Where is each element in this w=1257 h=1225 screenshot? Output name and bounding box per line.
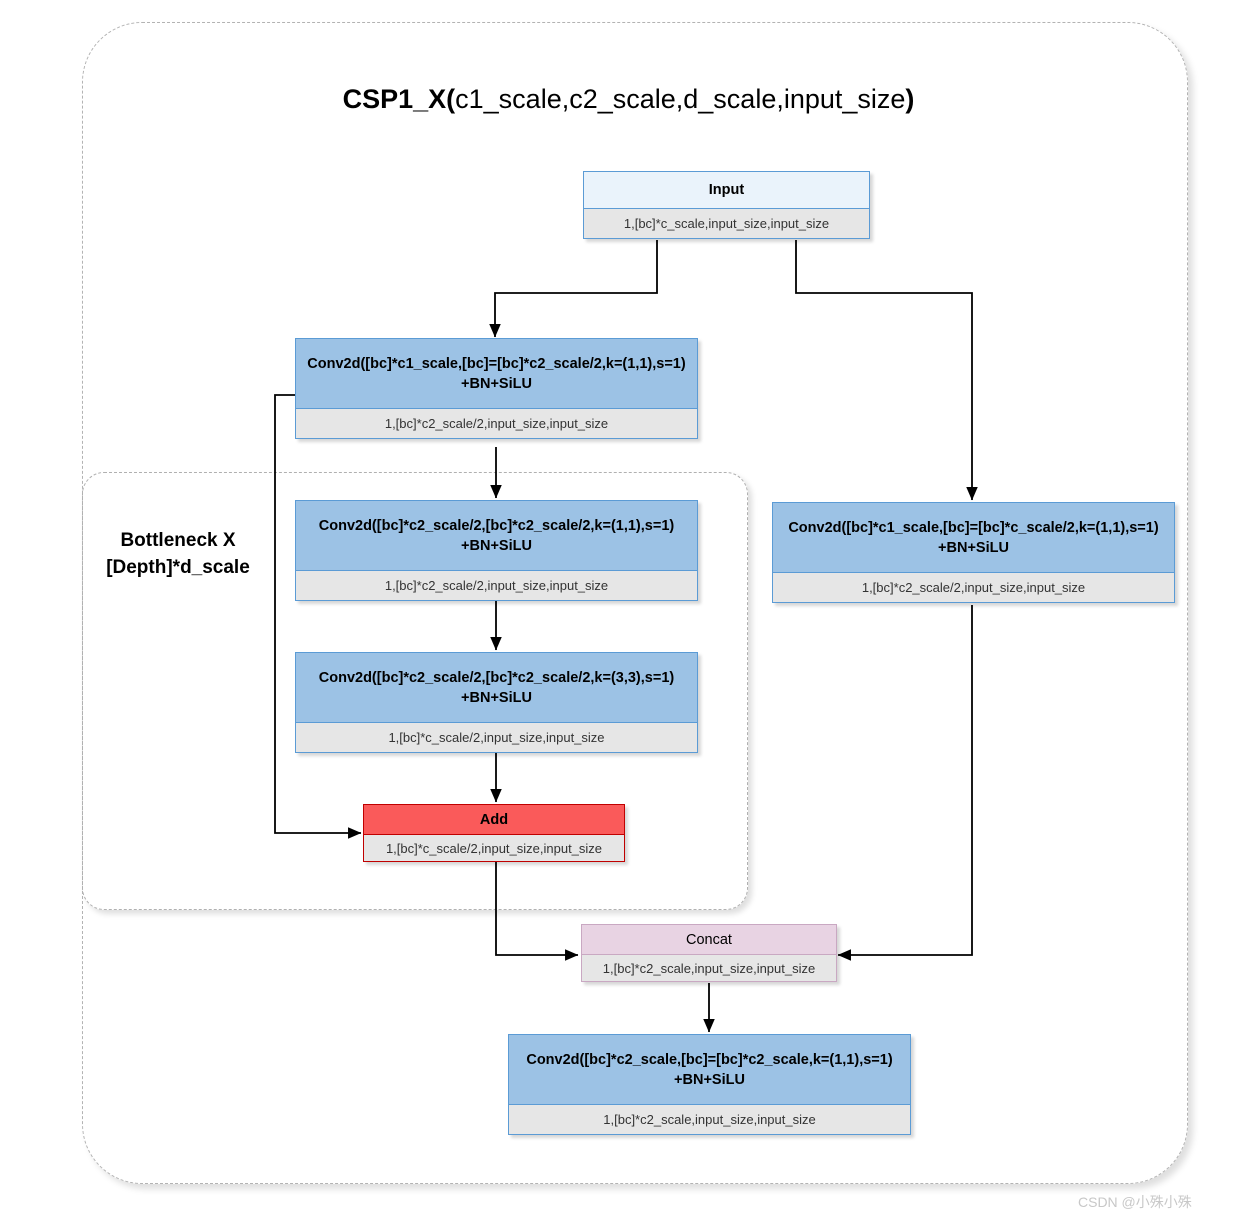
node-conv-bottleneck-2[interactable]: Conv2d([bc]*c2_scale/2,[bc]*c2_scale/2,k…: [295, 652, 698, 753]
node-conv-out[interactable]: Conv2d([bc]*c2_scale,[bc]=[bc]*c2_scale,…: [508, 1034, 911, 1135]
node-add-label: Add: [363, 804, 625, 835]
node-concat-label: Concat: [581, 924, 837, 955]
bottleneck-group-frame: [82, 472, 748, 910]
node-conv-out-label: Conv2d([bc]*c2_scale,[bc]=[bc]*c2_scale,…: [508, 1034, 911, 1105]
watermark: CSDN @小殊小殊: [1078, 1194, 1192, 1210]
node-conv-right-label: Conv2d([bc]*c1_scale,[bc]=[bc]*c_scale/2…: [772, 502, 1175, 573]
node-input[interactable]: Input 1,[bc]*c_scale,input_size,input_si…: [583, 171, 870, 239]
node-concat[interactable]: Concat 1,[bc]*c2_scale,input_size,input_…: [581, 924, 837, 982]
node-conv-right-shape: 1,[bc]*c2_scale/2,input_size,input_size: [772, 573, 1175, 603]
node-add-shape: 1,[bc]*c_scale/2,input_size,input_size: [363, 835, 625, 862]
node-conv-bottleneck-1-shape: 1,[bc]*c2_scale/2,input_size,input_size: [295, 571, 698, 601]
node-input-shape: 1,[bc]*c_scale,input_size,input_size: [583, 209, 870, 239]
title-bold-prefix: CSP1_X(: [342, 84, 456, 114]
title-bold-suffix: ): [905, 84, 915, 114]
node-conv-left-1-shape: 1,[bc]*c2_scale/2,input_size,input_size: [295, 409, 698, 439]
node-conv-left-1-label: Conv2d([bc]*c1_scale,[bc]=[bc]*c2_scale/…: [295, 338, 698, 409]
bottleneck-label: Bottleneck X [Depth]*d_scale: [106, 530, 250, 578]
node-conv-left-1[interactable]: Conv2d([bc]*c1_scale,[bc]=[bc]*c2_scale/…: [295, 338, 698, 439]
node-conv-bottleneck-1[interactable]: Conv2d([bc]*c2_scale/2,[bc]*c2_scale/2,k…: [295, 500, 698, 601]
node-conv-out-shape: 1,[bc]*c2_scale,input_size,input_size: [508, 1105, 911, 1135]
node-conv-right[interactable]: Conv2d([bc]*c1_scale,[bc]=[bc]*c_scale/2…: [772, 502, 1175, 603]
title-params: c1_scale,c2_scale,d_scale,input_size: [455, 84, 906, 114]
node-conv-bottleneck-2-label: Conv2d([bc]*c2_scale/2,[bc]*c2_scale/2,k…: [295, 652, 698, 723]
node-conv-bottleneck-1-label: Conv2d([bc]*c2_scale/2,[bc]*c2_scale/2,k…: [295, 500, 698, 571]
node-conv-bottleneck-2-shape: 1,[bc]*c_scale/2,input_size,input_size: [295, 723, 698, 753]
node-concat-shape: 1,[bc]*c2_scale,input_size,input_size: [581, 955, 837, 982]
node-add[interactable]: Add 1,[bc]*c_scale/2,input_size,input_si…: [363, 804, 625, 862]
node-input-label: Input: [583, 171, 870, 209]
page-title: CSP1_X(c1_scale,c2_scale,d_scale,input_s…: [0, 84, 1257, 115]
